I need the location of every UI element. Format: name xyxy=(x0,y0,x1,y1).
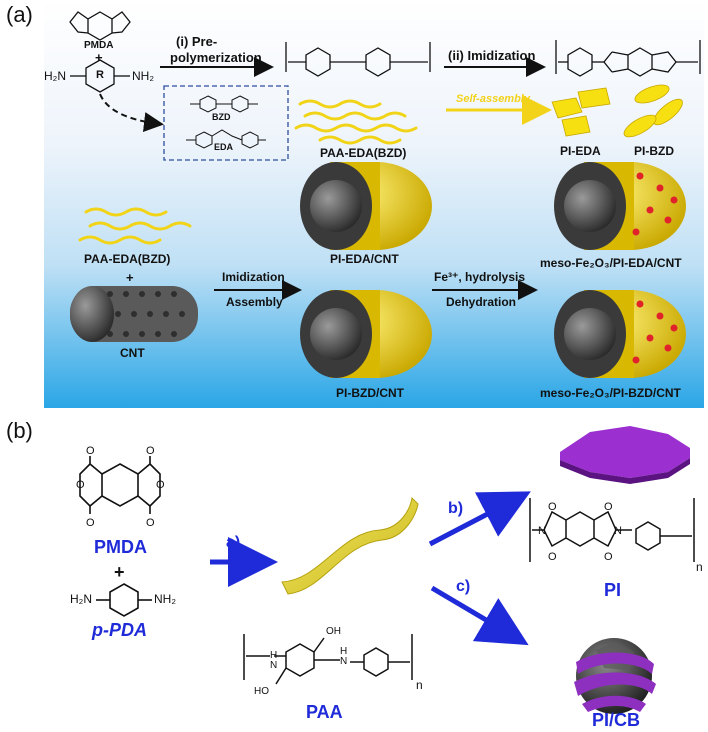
h2n-a: H₂N xyxy=(44,69,66,83)
cnt-label: CNT xyxy=(120,346,145,360)
svg-text:HO: HO xyxy=(254,686,269,697)
arrow-c xyxy=(430,585,529,646)
svg-text:O: O xyxy=(76,479,85,491)
plus-a: + xyxy=(95,50,103,65)
r-label: R xyxy=(96,69,104,81)
meso-fe2o3-pi-bzd-cnt-tube xyxy=(554,290,686,378)
step1-line1: (i) Pre- xyxy=(176,34,218,49)
panel-a-label: (a) xyxy=(6,2,33,27)
dashed-arrow xyxy=(99,93,164,133)
h2n-b: H₂N xyxy=(70,592,92,606)
paa-eda-bzd-top: PAA-EDA(BZD) xyxy=(320,146,407,160)
pmda-structure-a xyxy=(69,11,131,41)
pi-structure-b xyxy=(529,498,695,562)
pi-n: n xyxy=(696,560,703,574)
cnt-tube xyxy=(70,286,198,342)
paa-label: PAA xyxy=(306,702,343,722)
nh2-b: NH₂ xyxy=(154,592,176,606)
svg-text:O: O xyxy=(146,445,155,457)
svg-text:H: H xyxy=(270,650,277,661)
paa-strands-bottom xyxy=(78,207,192,245)
svg-text:O: O xyxy=(548,501,557,513)
panel-a-figure xyxy=(44,0,704,408)
self-assembly-label: Self-assembly xyxy=(456,93,530,105)
meso-fe2o3-pi-eda-cnt-tube xyxy=(554,162,686,250)
svg-text:O: O xyxy=(86,445,95,457)
paa-strands-top xyxy=(294,99,418,145)
picb-label: PI/CB xyxy=(592,710,641,730)
step-b-label: b) xyxy=(448,500,464,517)
svg-text:O: O xyxy=(604,551,613,563)
bzd-label: BZD xyxy=(212,112,231,122)
pi-repeat-unit xyxy=(555,40,701,77)
svg-text:O: O xyxy=(146,517,155,529)
ppda-label: p-PDA xyxy=(92,620,147,640)
pi-bzd-flakes xyxy=(623,84,683,138)
panel-b-label: (b) xyxy=(6,418,33,443)
pi-eda-label: PI-EDA xyxy=(560,144,601,158)
paa-n: n xyxy=(416,678,423,692)
panel-b-figure: O O O O O O H N OH HO N H xyxy=(76,426,695,714)
paa-eda-bzd-bottom: PAA-EDA(BZD) xyxy=(84,252,171,266)
ppda-structure xyxy=(96,583,152,617)
step-c-label: c) xyxy=(456,578,471,595)
pi-eda-cnt-label: PI-EDA/CNT xyxy=(330,252,399,266)
plus-b: + xyxy=(114,562,125,582)
step1-line2: polymerization xyxy=(170,50,262,65)
pi-bzd-cnt-label: PI-BZD/CNT xyxy=(336,386,404,400)
picb-sphere xyxy=(574,638,656,714)
svg-text:O: O xyxy=(156,479,165,491)
svg-text:N: N xyxy=(340,656,347,667)
pi-eda-cnt-tube xyxy=(300,162,432,250)
svg-text:N: N xyxy=(270,660,277,671)
fe-hydrolysis-label: Fe³⁺, hydrolysis xyxy=(434,270,526,284)
plus-a2: + xyxy=(126,270,134,285)
svg-text:O: O xyxy=(86,517,95,529)
pi-disk xyxy=(560,426,690,484)
pmda-label-b: PMDA xyxy=(94,537,147,557)
pi-label: PI xyxy=(604,580,622,600)
pmda-structure-b xyxy=(79,456,161,514)
meso-eda-label: meso-Fe₂O₃/PI-EDA/CNT xyxy=(540,256,682,270)
imidization-label: Imidization xyxy=(222,270,285,284)
diamine-structure xyxy=(85,59,115,93)
eda-label: EDA xyxy=(214,142,234,152)
step2-label: (ii) Imidization xyxy=(448,48,536,63)
svg-text:N: N xyxy=(614,525,622,537)
svg-text:N: N xyxy=(538,525,546,537)
paa-ribbon xyxy=(281,496,419,595)
dehydration-label: Dehydration xyxy=(446,295,517,309)
pi-eda-ribbons xyxy=(551,87,611,137)
paa-repeat-unit xyxy=(285,42,431,77)
diamine-options-box xyxy=(163,85,289,161)
step-a-label: a) xyxy=(226,534,241,551)
svg-text:OH: OH xyxy=(326,626,341,637)
arrow-b xyxy=(428,491,531,547)
pi-bzd-cnt-tube xyxy=(300,290,432,378)
meso-bzd-label: meso-Fe₂O₃/PI-BZD/CNT xyxy=(540,386,681,400)
paa-structure-b xyxy=(243,634,413,685)
assembly-label: Assembly xyxy=(226,295,283,309)
svg-text:O: O xyxy=(548,551,557,563)
nh2-a: NH₂ xyxy=(132,69,154,83)
pmda-label-a: PMDA xyxy=(84,40,114,51)
svg-text:H: H xyxy=(340,646,347,657)
pi-bzd-label: PI-BZD xyxy=(634,144,674,158)
svg-text:O: O xyxy=(604,501,613,513)
